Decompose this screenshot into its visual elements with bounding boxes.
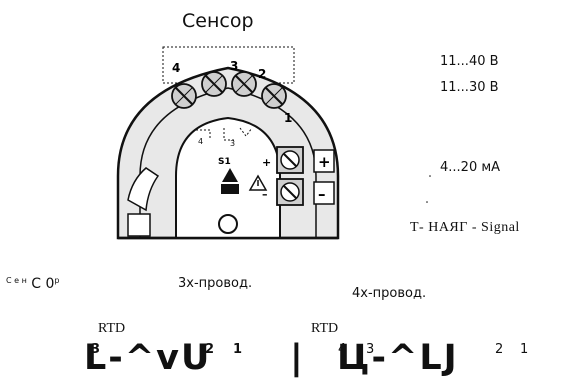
transmitter-housing-diagram: 4 3 2 1 4 3 S1 + – + – bbox=[116, 46, 431, 240]
sensor-small-sup-1: С е н bbox=[6, 276, 27, 285]
four-wire-label: 4х-провод. bbox=[352, 286, 427, 301]
rtd-label-left: RTD bbox=[98, 321, 126, 336]
minus-sign-inner: – bbox=[262, 188, 268, 201]
housing-body bbox=[116, 66, 340, 240]
supply-range-2: 11...30 В bbox=[440, 80, 499, 95]
mini-label-3: 3 bbox=[230, 139, 235, 148]
sensor-terminals: 4 3 2 1 bbox=[171, 59, 292, 125]
output-terminal-plus bbox=[276, 146, 304, 174]
marker-dot bbox=[429, 175, 431, 177]
terminal-number-right-3: 3 bbox=[366, 342, 375, 357]
terminal-number-left-1: 1 bbox=[233, 342, 243, 357]
terminal-label-4: 4 bbox=[172, 61, 180, 75]
minus-terminal-block bbox=[313, 181, 335, 205]
terminal-1 bbox=[261, 83, 287, 109]
marker-dot bbox=[426, 201, 428, 203]
rtd-4wire-symbol: Ц-^LJ bbox=[337, 338, 459, 378]
rtd-3wire-symbol: L-^vU bbox=[84, 338, 212, 378]
diagram-title: Сенсор bbox=[182, 10, 254, 32]
mini-label-4: 4 bbox=[198, 137, 203, 146]
terminal-4 bbox=[171, 83, 197, 109]
terminal-label-2: 2 bbox=[258, 67, 266, 81]
signal-label: Т- НАЯГ - Signal bbox=[410, 220, 520, 235]
sensor-small-main: С 0 bbox=[31, 276, 55, 292]
terminal-number-right-4: 4 bbox=[338, 342, 347, 357]
left-slot bbox=[127, 167, 160, 212]
terminal-2 bbox=[231, 71, 257, 97]
terminal-label-3: 3 bbox=[230, 59, 238, 73]
sensor-small-label: С е н С 0р bbox=[6, 276, 60, 292]
terminal-number-right-2: 2 bbox=[495, 342, 504, 357]
supply-range-1: 11...40 В bbox=[440, 54, 499, 69]
esd-warning-icon bbox=[221, 168, 239, 194]
hazard-warning-icon bbox=[248, 174, 268, 191]
mounting-hole bbox=[218, 214, 238, 234]
rtd-label-right: RTD bbox=[311, 321, 339, 336]
terminal-number-left-3: 3 bbox=[91, 342, 101, 357]
left-slot-lower bbox=[127, 213, 151, 237]
current-output-label: 4...20 мА bbox=[440, 160, 501, 175]
plus-sign-inner: + bbox=[262, 156, 271, 169]
three-wire-label: 3х-провод. bbox=[178, 276, 253, 291]
terminal-3 bbox=[201, 71, 227, 97]
internal-wiring-sketch: 4 3 bbox=[196, 127, 253, 148]
separator-bar: | bbox=[290, 338, 305, 378]
output-terminal-minus bbox=[276, 178, 304, 206]
terminal-number-left-2: 2 bbox=[205, 342, 215, 357]
terminal-label-1: 1 bbox=[284, 111, 292, 125]
sensor-small-sup-2: р bbox=[54, 276, 60, 285]
terminal-number-right-1: 1 bbox=[520, 342, 529, 357]
plus-terminal-block bbox=[313, 149, 335, 173]
plus-sign: + bbox=[318, 153, 331, 171]
minus-sign: – bbox=[318, 185, 326, 203]
s1-label: S1 bbox=[218, 157, 231, 167]
